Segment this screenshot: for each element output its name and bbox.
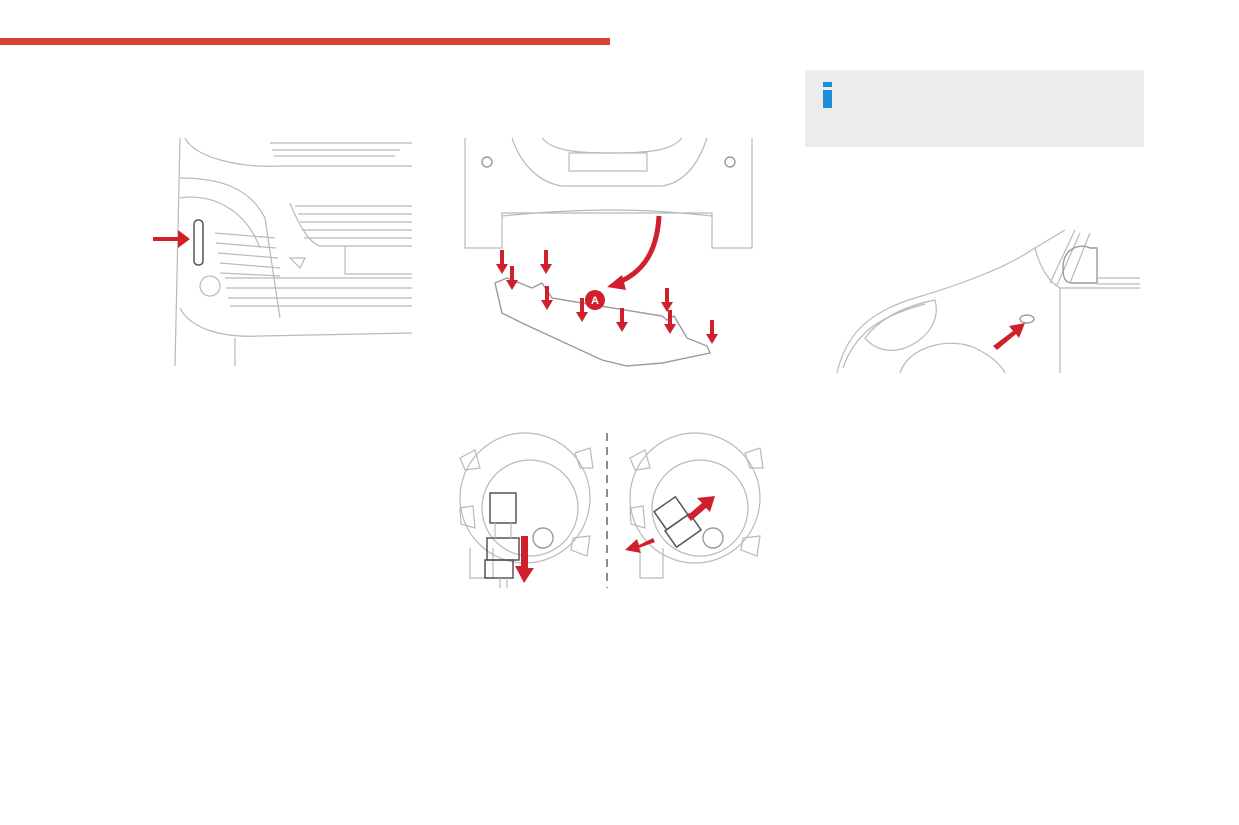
section-header-rule <box>0 38 610 45</box>
bulb-removal-illustration <box>459 432 764 588</box>
undertray-panel-illustration: A <box>464 137 753 367</box>
arrow-icon <box>515 536 534 583</box>
info-icon <box>822 82 834 108</box>
arrow-icon <box>607 275 626 290</box>
fog-lamp-front-illustration <box>153 137 413 367</box>
callout-a-marker <box>585 290 605 310</box>
arrow-icon <box>616 215 662 286</box>
bulb-step-1 <box>459 432 594 588</box>
fastener-arrow-icon <box>576 298 588 322</box>
info-note-box <box>805 70 1144 147</box>
info-icon-dot <box>823 82 832 87</box>
fastener-arrow-icon <box>541 286 553 310</box>
arrow-icon <box>625 538 655 553</box>
info-icon-stem <box>823 90 832 108</box>
fastener-arrow-icon <box>506 266 518 290</box>
arrow-icon <box>687 496 715 521</box>
fastener-arrow-icon <box>664 310 676 334</box>
fastener-arrow-icon <box>706 320 718 344</box>
callout-a-label: A <box>591 295 599 307</box>
fastener-arrows <box>496 250 718 344</box>
undertray-panel <box>494 277 711 367</box>
fastener-arrow-icon <box>540 250 552 274</box>
fastener-arrow-icon <box>496 250 508 274</box>
fastener-arrow-icon <box>661 288 673 312</box>
bulb-step-2 <box>625 432 764 579</box>
arrow-icon <box>153 230 190 248</box>
fastener-arrow-icon <box>616 308 628 332</box>
arrow-icon <box>993 323 1025 350</box>
fender-panel-illustration <box>836 229 1140 374</box>
